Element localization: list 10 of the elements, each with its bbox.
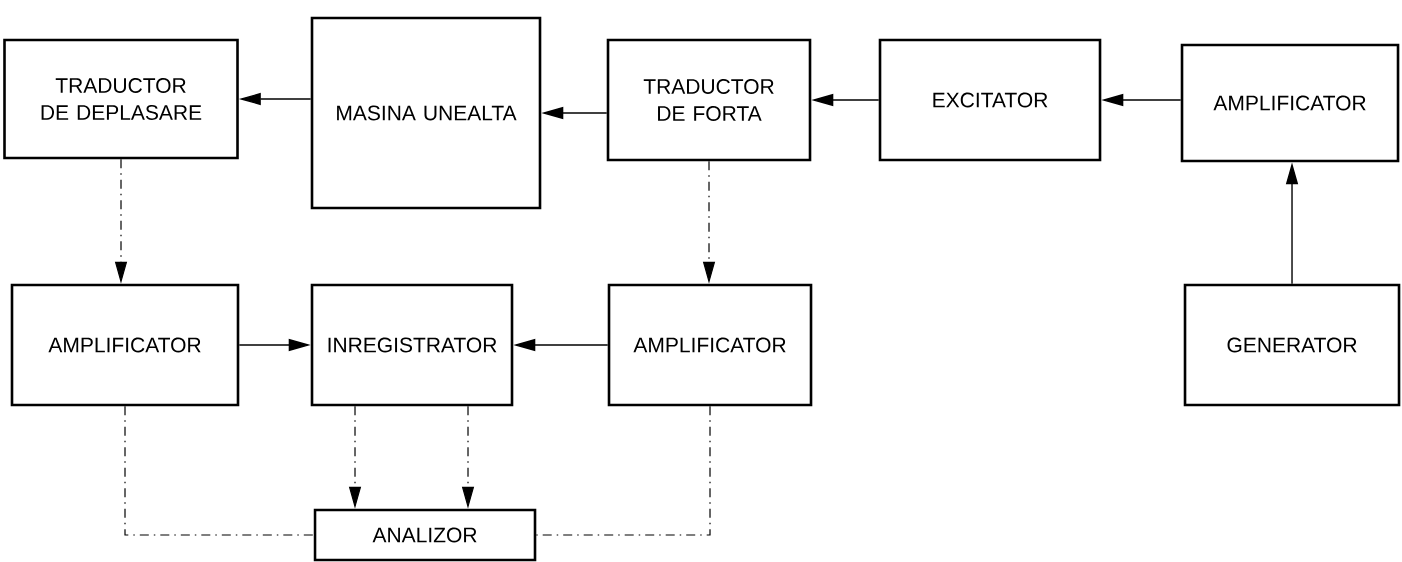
- block-box: GENERATOR: [1183, 283, 1401, 407]
- block-box: TRADUCTOR DE DEPLASARE: [3, 38, 239, 160]
- block-box: ANALIZOR: [313, 508, 537, 562]
- block-box: AMPLIFICATOR: [10, 283, 240, 407]
- block-box: TRADUCTOR DE FORTA: [606, 38, 812, 162]
- block-box: INREGISTRATOR: [310, 283, 514, 407]
- block-box: AMPLIFICATOR: [1180, 43, 1400, 163]
- block-box: MASINA UNEALTA: [310, 16, 542, 210]
- block-box: AMPLIFICATOR: [607, 283, 813, 407]
- block-box: EXCITATOR: [878, 38, 1102, 162]
